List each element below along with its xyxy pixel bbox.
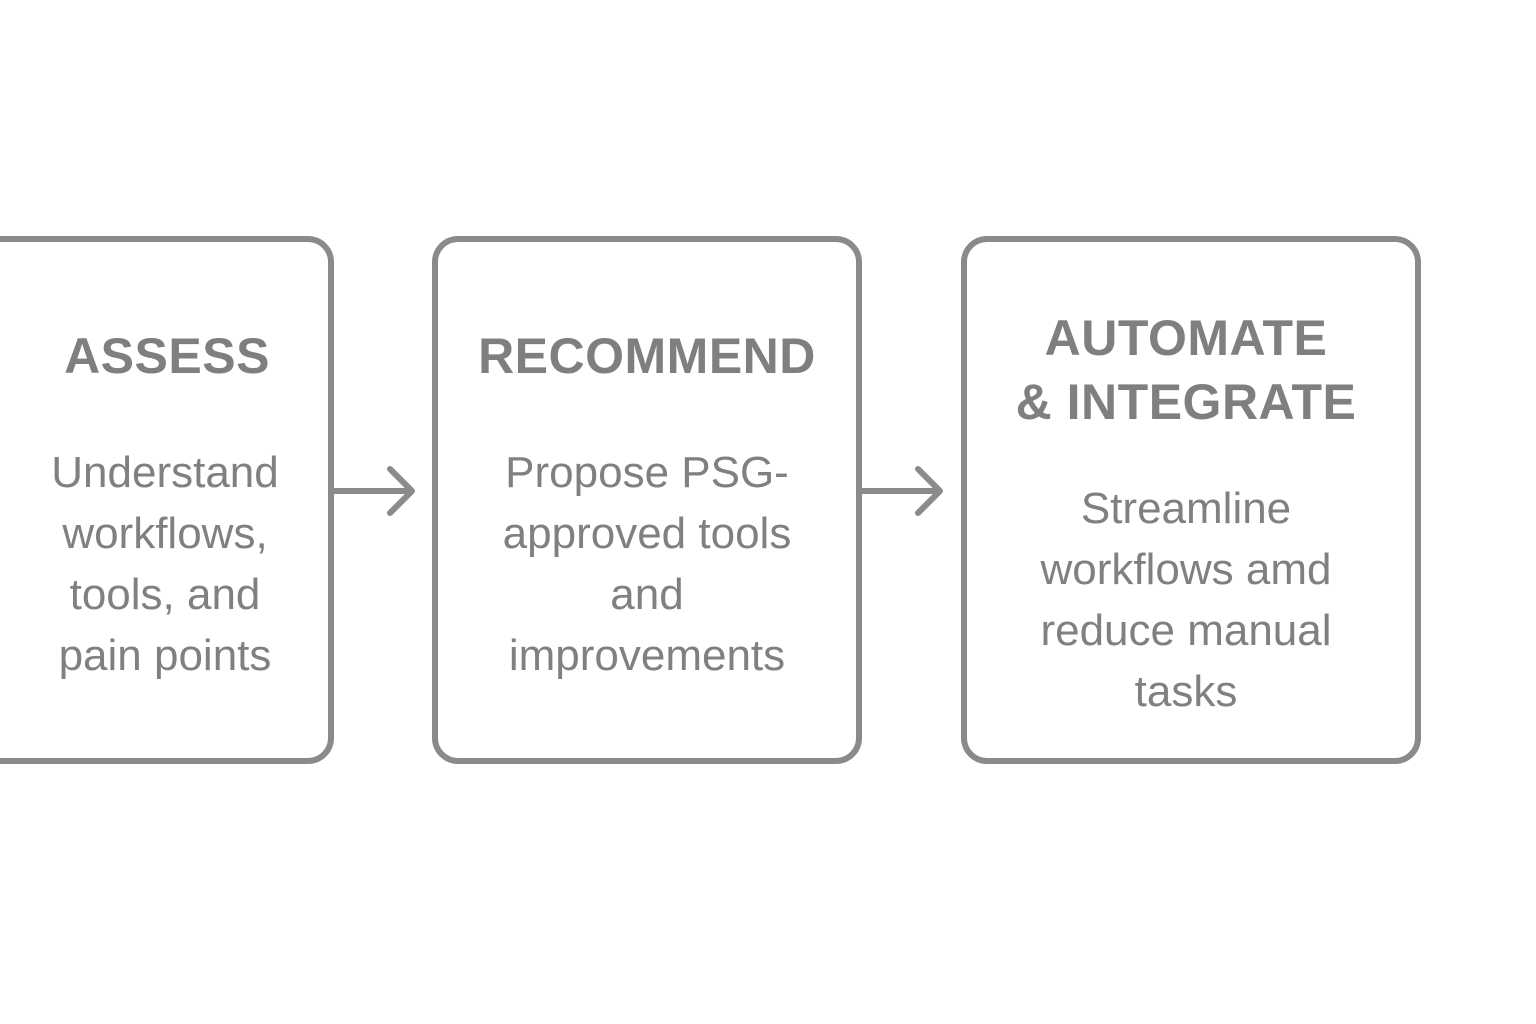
step-automate-title-line: & INTEGRATE	[1015, 374, 1357, 430]
step-assess-box: ASSESS Understand workflows, tools, and …	[0, 236, 334, 764]
step-automate-description: Streamline workflows amd reduce manual t…	[977, 478, 1395, 722]
step-recommend-desc-line: Propose PSG-	[505, 448, 789, 497]
step-automate-box: AUTOMATE & INTEGRATE Streamline workflow…	[961, 236, 1421, 764]
step-recommend-desc-line: approved tools	[502, 509, 792, 558]
step-automate-desc-line: Streamline	[1080, 484, 1292, 533]
step-recommend-description: Propose PSG- approved tools and improvem…	[438, 442, 856, 686]
step-assess-desc-line: workflows,	[62, 509, 268, 558]
step-automate-desc-line: reduce manual	[1040, 606, 1332, 655]
arrow-right-icon	[332, 466, 415, 516]
step-recommend-title: RECOMMEND	[438, 324, 856, 388]
step-automate-desc-line: tasks	[1134, 667, 1238, 716]
step-assess-desc-line: Understand	[51, 448, 279, 497]
step-automate-title: AUTOMATE & INTEGRATE	[985, 306, 1387, 434]
step-recommend-title-line: RECOMMEND	[478, 328, 816, 384]
step-recommend-desc-line: improvements	[508, 631, 786, 680]
step-recommend-desc-line: and	[610, 570, 684, 619]
step-assess-title: ASSESS	[0, 324, 328, 388]
step-recommend-box: RECOMMEND Propose PSG- approved tools an…	[432, 236, 862, 764]
step-assess-description: Understand workflows, tools, and pain po…	[0, 442, 328, 686]
step-assess-desc-line: pain points	[58, 631, 272, 680]
step-automate-desc-line: workflows amd	[1040, 545, 1332, 594]
step-assess-title-line: ASSESS	[64, 328, 270, 384]
step-assess-desc-line: tools, and	[69, 570, 261, 619]
arrow-right-icon	[860, 466, 943, 516]
step-automate-title-line: AUTOMATE	[1044, 310, 1328, 366]
